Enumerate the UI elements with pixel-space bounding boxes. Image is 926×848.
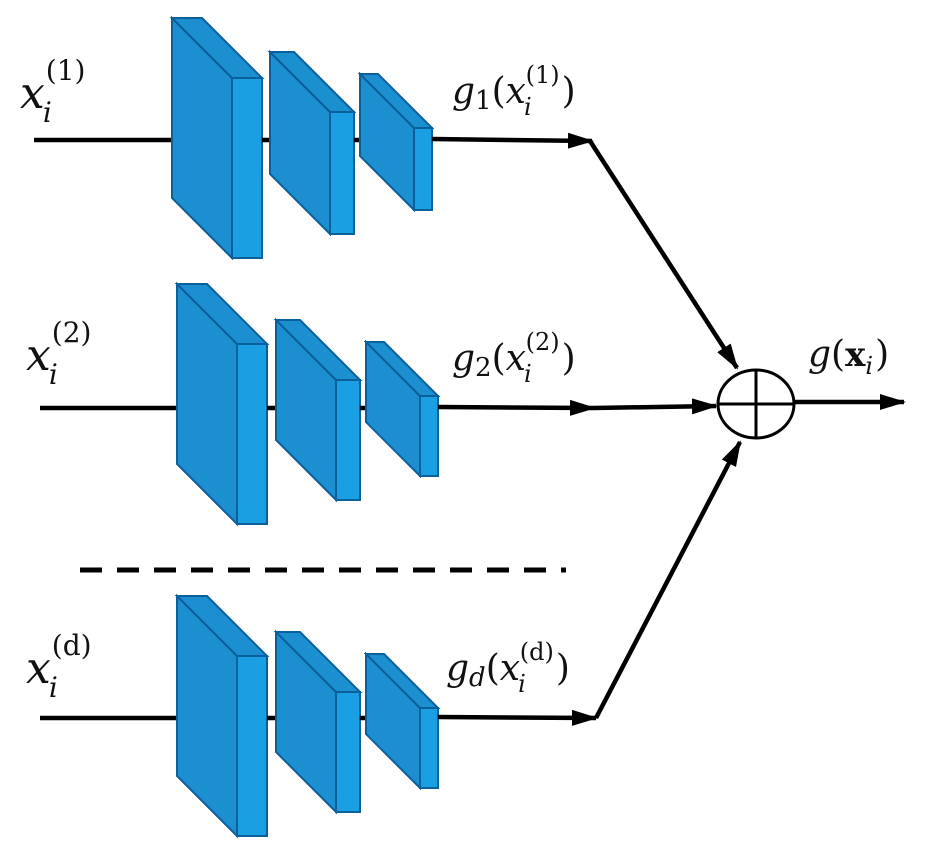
conv-block-db bbox=[273, 629, 363, 815]
conv-block-1a bbox=[169, 15, 265, 261]
input-label-d: xi(d) bbox=[26, 629, 92, 704]
output-arrow-1 bbox=[431, 132, 594, 149]
output-label-2: g2(xi(2)) bbox=[452, 328, 576, 388]
output-label-d: gd(xi(d)) bbox=[446, 638, 570, 698]
branch-d: xi(d) gd(xi(d)) bbox=[26, 593, 598, 839]
conv-block-1b bbox=[267, 49, 357, 237]
conv-block-da bbox=[174, 593, 270, 839]
branch-1: xi(1) g1(xi(1)) bbox=[20, 15, 594, 261]
input-label-1: xi(1) bbox=[20, 54, 85, 129]
branch-2: xi(2) g2(xi(2)) bbox=[26, 281, 718, 527]
output-arrow-d bbox=[437, 709, 598, 726]
output-label-1: g1(xi(1)) bbox=[452, 61, 576, 121]
conv-block-1c bbox=[357, 71, 435, 213]
conv-block-2b bbox=[273, 317, 363, 503]
final-output-label: g(xi) bbox=[808, 334, 889, 380]
merge-arrow-1 bbox=[588, 139, 739, 370]
conv-block-2c bbox=[363, 339, 441, 479]
sum-node bbox=[716, 368, 796, 440]
conv-block-2a bbox=[174, 281, 270, 527]
output-arrow-2a bbox=[437, 399, 596, 416]
conv-block-dc bbox=[363, 651, 441, 791]
merge-arrow-d bbox=[594, 440, 742, 720]
output-arrow-2b bbox=[593, 398, 718, 415]
input-label-2: xi(2) bbox=[26, 316, 91, 391]
